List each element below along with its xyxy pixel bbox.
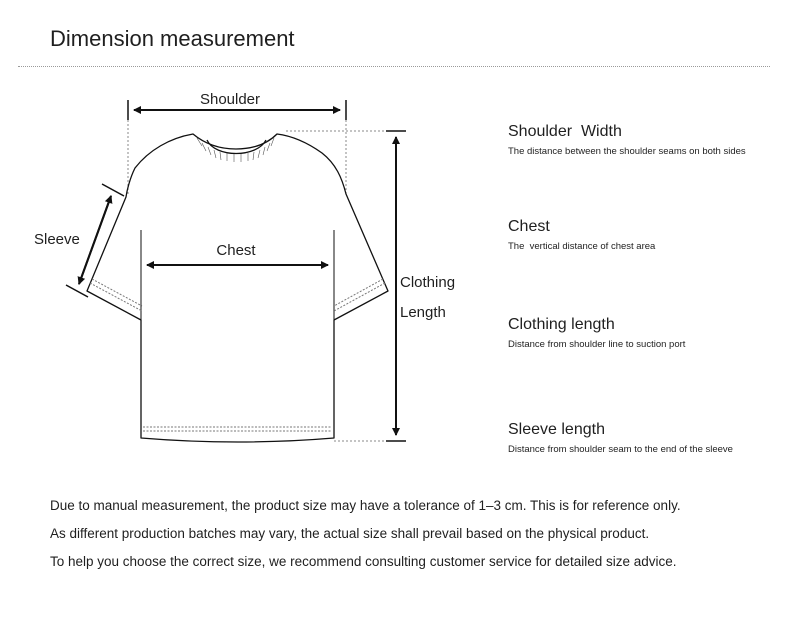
note-line: Due to manual measurement, the product s… [50,498,681,513]
sleeve-arrow [65,183,125,298]
clothing-length-label-line2: Length [400,304,446,321]
legend-clothing-length: Clothing length Distance from shoulder l… [508,315,685,350]
legend-heading: Shoulder Width [508,123,622,140]
legend-description: The vertical distance of chest area [508,241,656,252]
page-title: Dimension measurement [50,26,295,51]
sleeve-label: Sleeve [34,231,80,248]
note-line: To help you choose the correct size, we … [50,554,677,569]
bottom-hem-stitches [143,426,332,432]
shoulder-label: Shoulder [200,91,260,108]
legend-chest: Chest The vertical distance of chest are… [508,217,655,252]
collar-rib [196,137,275,162]
legend-description: Distance from shoulder line to suction p… [508,339,686,350]
length-arrow [386,130,406,442]
legend-heading: Clothing length [508,316,615,333]
clothing-length-label-line1: Clothing [400,274,455,291]
legend-description: The distance between the shoulder seams … [508,146,746,157]
legend-sleeve-length: Sleeve length Distance from shoulder sea… [508,420,733,455]
title-divider [18,66,770,67]
shoulder-arrow [127,100,347,120]
legend-heading: Chest [508,218,550,235]
legend-description: Distance from shoulder seam to the end o… [508,444,733,455]
guide-lines [127,112,396,442]
note-line: As different production batches may vary… [50,526,650,541]
tshirt-outline [86,133,389,443]
size-notes: Due to manual measurement, the product s… [50,496,681,580]
legend-heading: Sleeve length [508,421,605,438]
sleeve-hem-stitches [89,278,386,312]
chest-label: Chest [216,242,256,259]
legend-shoulder-width: Shoulder Width The distance between the … [508,122,746,157]
